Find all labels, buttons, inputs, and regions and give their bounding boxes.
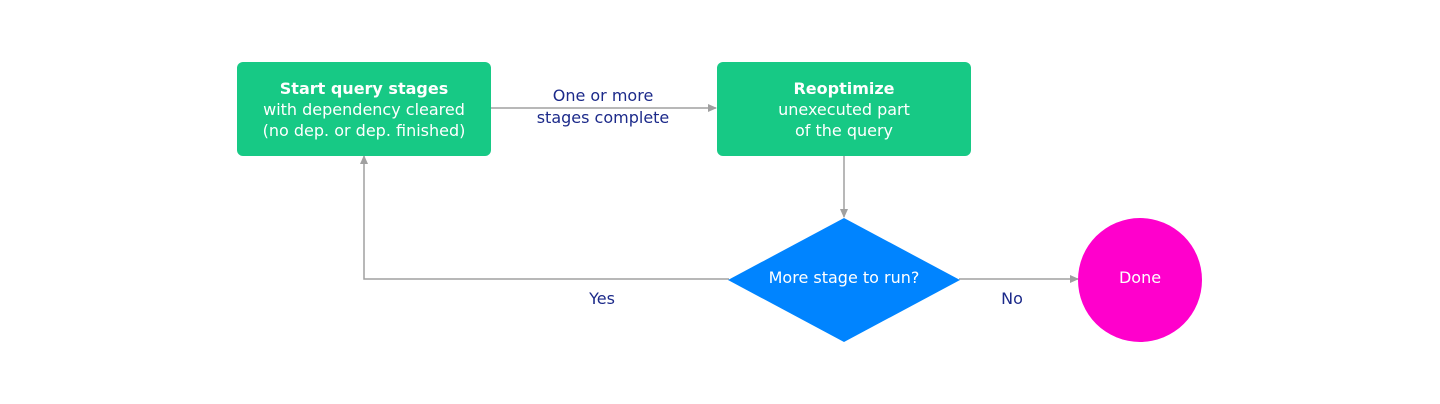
decision-label: More stage to run?	[768, 268, 920, 287]
start-node-title: Start query stages	[279, 78, 449, 98]
edge-label-stages-complete: One or more stages complete	[520, 85, 686, 129]
edge-label-line1: One or more	[552, 86, 654, 105]
start-node-line2: with dependency cleared	[263, 99, 465, 119]
done-label: Done	[1118, 268, 1162, 287]
yes-label: Yes	[589, 289, 615, 308]
reoptimize-node-title: Reoptimize	[793, 78, 895, 98]
edge-label-line2: stages complete	[536, 108, 670, 127]
reoptimize-node-line2: unexecuted part	[778, 99, 910, 119]
edge-decision-yes-loop	[360, 155, 729, 280]
start-query-stages-node: Start query stages with dependency clear…	[237, 62, 491, 156]
reoptimize-node: Reoptimize unexecuted part of the query	[717, 62, 971, 156]
decision-diamond	[728, 218, 960, 342]
reoptimize-node-line3: of the query	[794, 120, 894, 140]
start-node-line3: (no dep. or dep. finished)	[262, 120, 466, 140]
no-label: No	[1001, 289, 1023, 308]
done-circle	[1078, 218, 1202, 342]
